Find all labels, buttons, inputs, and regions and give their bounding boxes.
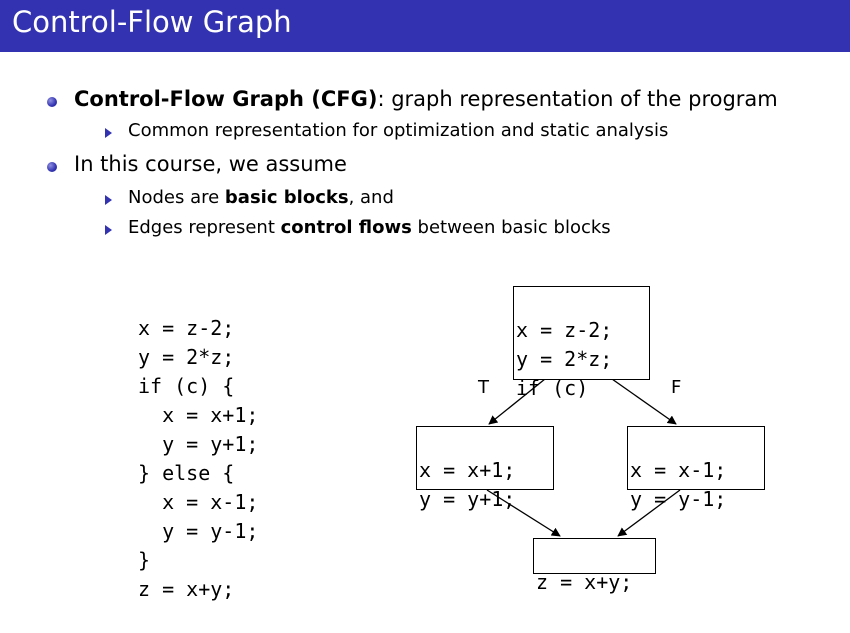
code-line: }	[138, 548, 151, 572]
code-line: y = y-1;	[138, 519, 259, 543]
arrow-right-icon	[105, 195, 112, 205]
node-line: if (c)	[516, 376, 589, 400]
edge-then-exit	[486, 489, 561, 537]
arrow-right-icon	[105, 128, 112, 138]
node-line: z = x+y;	[536, 570, 633, 594]
sub-text: between basic blocks	[411, 217, 611, 238]
code-line: if (c) {	[138, 374, 235, 398]
node-line: y = 2*z;	[516, 347, 613, 371]
bullet-1: Control-Flow Graph (CFG): graph represen…	[74, 87, 778, 111]
node-line: y = y-1;	[630, 487, 727, 511]
cfg-node-entry: x = z-2; y = 2*z; if (c)	[513, 286, 650, 400]
edge-else-exit	[617, 489, 681, 537]
edge-true	[488, 378, 546, 425]
bullet-1-sub-1: Common representation for optimization a…	[128, 120, 668, 141]
cfg-edges	[486, 378, 681, 537]
slide-title: Control-Flow Graph	[12, 5, 292, 39]
sub-bold: control flows	[280, 217, 412, 238]
bullet-2-text: In this course, we assume	[74, 152, 347, 176]
code-line: x = x+1;	[138, 403, 259, 427]
bullet-2: In this course, we assume	[74, 152, 347, 176]
cfg-node-else: x = x-1; y = y-1;	[627, 426, 765, 511]
bullet-1-text: : graph representation of the program	[377, 87, 778, 111]
source-code: x = z-2; y = 2*z; if (c) { x = x+1; y = y+…	[138, 285, 258, 633]
sub-text: , and	[348, 187, 394, 208]
bullet-1-bold: Control-Flow Graph (CFG)	[74, 87, 378, 111]
node-line: x = x-1;	[630, 458, 727, 482]
cfg-node-then: x = x+1; y = y+1;	[416, 426, 554, 511]
sub-text: Common representation for optimization a…	[128, 120, 669, 141]
edge-label-true: T	[478, 377, 489, 398]
bullet-dot-icon	[47, 97, 57, 107]
title-bar: Control-Flow Graph	[0, 0, 850, 52]
code-line: z = x+y;	[138, 577, 235, 601]
node-line: x = x+1;	[419, 458, 516, 482]
sub-bold: basic blocks	[224, 187, 349, 208]
node-line: x = z-2;	[516, 318, 613, 342]
sub-text: Edges represent	[128, 217, 281, 238]
code-line: x = x-1;	[138, 490, 259, 514]
code-line: } else {	[138, 461, 235, 485]
edge-label-false: F	[671, 377, 682, 398]
sub-text: Nodes are	[128, 187, 225, 208]
arrow-right-icon	[105, 225, 112, 235]
code-line: y = 2*z;	[138, 345, 235, 369]
bullet-2-sub-1: Nodes are basic blocks, and	[128, 187, 394, 208]
cfg-node-exit: z = x+y;	[533, 538, 656, 594]
node-line: y = y+1;	[419, 487, 516, 511]
code-line: y = y+1;	[138, 432, 259, 456]
bullet-2-sub-2: Edges represent control flows between ba…	[128, 217, 611, 238]
edge-false	[611, 378, 677, 425]
code-line: x = z-2;	[138, 316, 235, 340]
bullet-dot-icon	[47, 162, 57, 172]
